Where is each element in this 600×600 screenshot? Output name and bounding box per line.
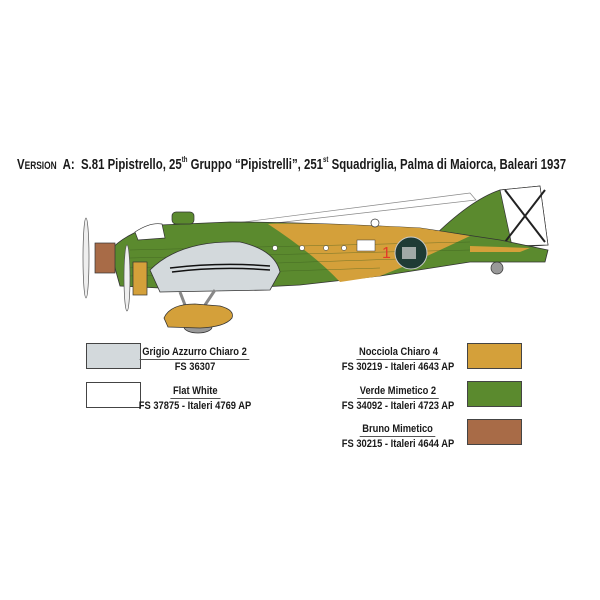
version-label: V xyxy=(17,156,25,173)
version-title: Version A: S.81 Pipistrello, 25th Gruppo… xyxy=(17,155,566,173)
dorsal-turret xyxy=(171,211,195,225)
nose-propeller xyxy=(82,217,90,299)
antenna-ring xyxy=(370,218,380,228)
aircraft-illustration: 1 xyxy=(82,185,549,334)
nacelle-stripes xyxy=(169,263,271,273)
nose-engine-cowling xyxy=(94,242,116,274)
color-code: FS 30219 - Italeri 4643 AP xyxy=(341,361,455,373)
title-text: Squadriglia, Palma di Maiorca, Baleari 1… xyxy=(328,156,567,173)
color-code: FS 37875 - Italeri 4769 AP xyxy=(138,400,252,412)
cross-insignia xyxy=(504,189,546,243)
wheel-fairing xyxy=(163,303,233,329)
title-text: S.81 Pipistrello, 25 xyxy=(80,156,182,173)
tailplane xyxy=(470,246,530,252)
aircraft-number: 1 xyxy=(382,245,391,262)
title-sup: st xyxy=(323,155,329,164)
swatch-flat-white xyxy=(86,382,141,408)
version-letter: A: xyxy=(62,156,75,173)
swatch-nocciola xyxy=(467,343,522,369)
color-name: Flat White xyxy=(170,385,220,399)
wing-propeller xyxy=(123,244,131,312)
version-label-rest: ersion xyxy=(24,160,57,172)
wing-engine-cowling xyxy=(132,261,148,296)
color-name: Grigio Azzurro Chiaro 2 xyxy=(140,346,250,360)
color-name: Bruno Mimetico xyxy=(360,423,436,437)
color-code: FS 30215 - Italeri 4644 AP xyxy=(341,438,455,450)
landing-gear-strut xyxy=(178,289,217,306)
color-code: FS 36307 xyxy=(174,361,216,373)
tail-wheel xyxy=(490,261,504,275)
engine-nacelle xyxy=(149,241,281,293)
color-name: Verde Mimetico 2 xyxy=(357,385,439,399)
title-text: Gruppo “Pipistrelli”, 251 xyxy=(187,156,324,173)
swatch-bruno xyxy=(467,419,522,445)
swatch-verde xyxy=(467,381,522,407)
title-sup: th xyxy=(181,155,188,164)
swatch-grigio-azzurro xyxy=(86,343,141,369)
color-code: FS 34092 - Italeri 4723 AP xyxy=(341,400,455,412)
camo-tan xyxy=(268,223,470,282)
color-name: Nocciola Chiaro 4 xyxy=(355,346,441,360)
cockpit-glazing xyxy=(134,223,166,241)
